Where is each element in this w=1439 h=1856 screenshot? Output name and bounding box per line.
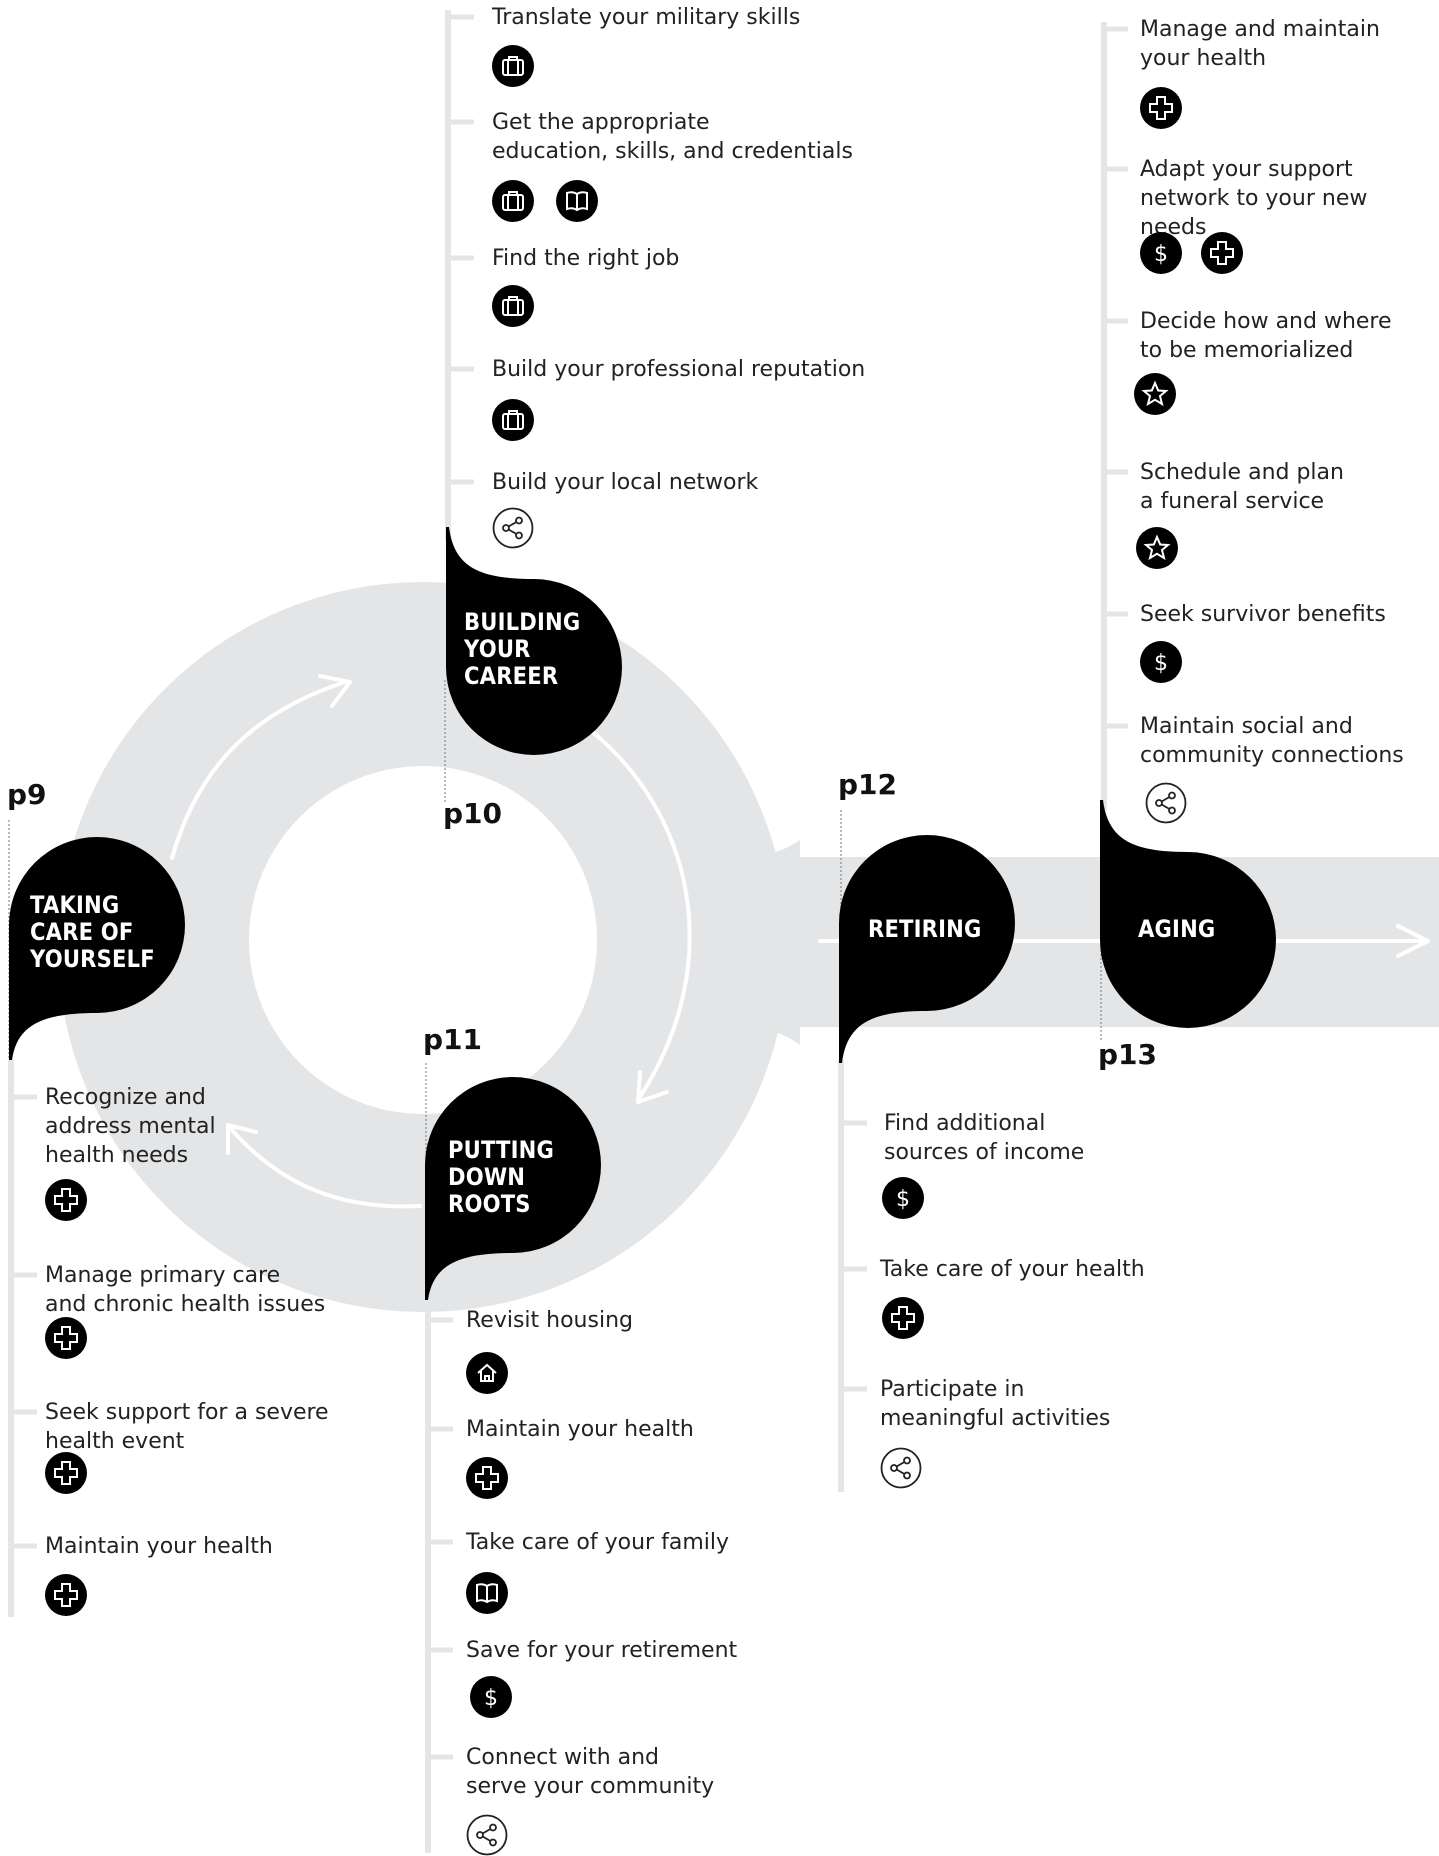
star-icon [1134, 373, 1176, 415]
list-item-label: Adapt your support network to your new n… [1140, 157, 1368, 240]
list-item-label: Seek support for a severe health event [45, 1400, 329, 1454]
network-icon [880, 1447, 922, 1489]
health-icon [1140, 87, 1182, 129]
list-item-label: Recognize and address mental health need… [45, 1085, 216, 1168]
list-item-label: Build your local network [492, 470, 759, 495]
building-career-page-ref: p10 [443, 797, 503, 830]
putting-down-roots-marker [425, 1077, 601, 1300]
aging-page-ref: p13 [1098, 1038, 1158, 1071]
list-item-label: Save for your retirement [466, 1638, 738, 1663]
building-career-stage-label: BUILDING YOUR CAREER [464, 608, 581, 690]
list-item-label: Connect with and serve your community [466, 1745, 715, 1799]
list-item-label: Revisit housing [466, 1308, 633, 1333]
list-item-label: Seek survivor benefits [1140, 602, 1386, 627]
health-icon [45, 1317, 87, 1359]
briefcase-icon [492, 180, 534, 222]
list-item-label: Build your professional reputation [492, 357, 866, 382]
health-icon [45, 1452, 87, 1494]
svg-text:$: $ [1154, 651, 1168, 676]
dollar-icon: $ [882, 1177, 924, 1219]
book-icon [556, 180, 598, 222]
network-icon [466, 1814, 508, 1856]
taking-care-stage-label: TAKING CARE OF YOURSELF [30, 891, 155, 973]
list-item-label: Schedule and plan a funeral service [1140, 460, 1344, 514]
spines [8, 10, 1107, 1853]
briefcase-icon [492, 45, 534, 87]
taking-care-marker [9, 837, 185, 1060]
svg-text:$: $ [484, 1686, 498, 1711]
list-item-label: Manage and maintain your health [1140, 17, 1380, 71]
svg-text:$: $ [896, 1187, 910, 1212]
list-item-label: Get the appropriate education, skills, a… [492, 110, 853, 164]
list-item-label: Maintain your health [45, 1534, 273, 1559]
health-icon [45, 1574, 87, 1616]
stage-markers [9, 527, 1276, 1300]
aging-stage-label: AGING [1138, 915, 1216, 943]
house-icon [466, 1352, 508, 1394]
list-item-label: Take care of your family [466, 1530, 729, 1555]
list-item-label: Maintain social and community connection… [1140, 714, 1404, 768]
retiring-page-ref: p12 [838, 768, 898, 801]
dollar-icon: $ [1140, 232, 1182, 274]
network-icon [492, 507, 534, 549]
list-item-label: Decide how and where to be memorialized [1140, 309, 1392, 363]
star-icon [1136, 527, 1178, 569]
retiring-stage-label: RETIRING [868, 915, 982, 943]
retiring-marker [839, 835, 1015, 1063]
building-career-marker [446, 527, 622, 755]
taking-care-page-ref: p9 [7, 778, 47, 811]
book-icon [466, 1572, 508, 1614]
svg-text:$: $ [1154, 242, 1168, 267]
briefcase-icon [492, 285, 534, 327]
health-icon [466, 1457, 508, 1499]
aging-marker [1100, 800, 1276, 1028]
list-item-label: Participate in meaningful activities [880, 1377, 1111, 1431]
briefcase-icon [492, 399, 534, 441]
list-item-label: Manage primary care and chronic health i… [45, 1263, 326, 1317]
dollar-icon: $ [1140, 641, 1182, 683]
list-item-label: Take care of your health [880, 1257, 1145, 1282]
putting-down-roots-page-ref: p11 [423, 1023, 483, 1056]
network-icon [1145, 782, 1187, 824]
health-icon [882, 1297, 924, 1339]
list-item-label: Translate your military skills [492, 5, 801, 30]
health-icon [1201, 232, 1243, 274]
dollar-icon: $ [470, 1676, 512, 1718]
putting-down-roots-stage-label: PUTTING DOWN ROOTS [448, 1136, 555, 1218]
list-item-label: Find additional sources of income [884, 1111, 1085, 1165]
ring-hole [249, 766, 597, 1114]
list-item-label: Maintain your health [466, 1417, 694, 1442]
list-item-label: Find the right job [492, 246, 680, 271]
health-icon [45, 1179, 87, 1221]
